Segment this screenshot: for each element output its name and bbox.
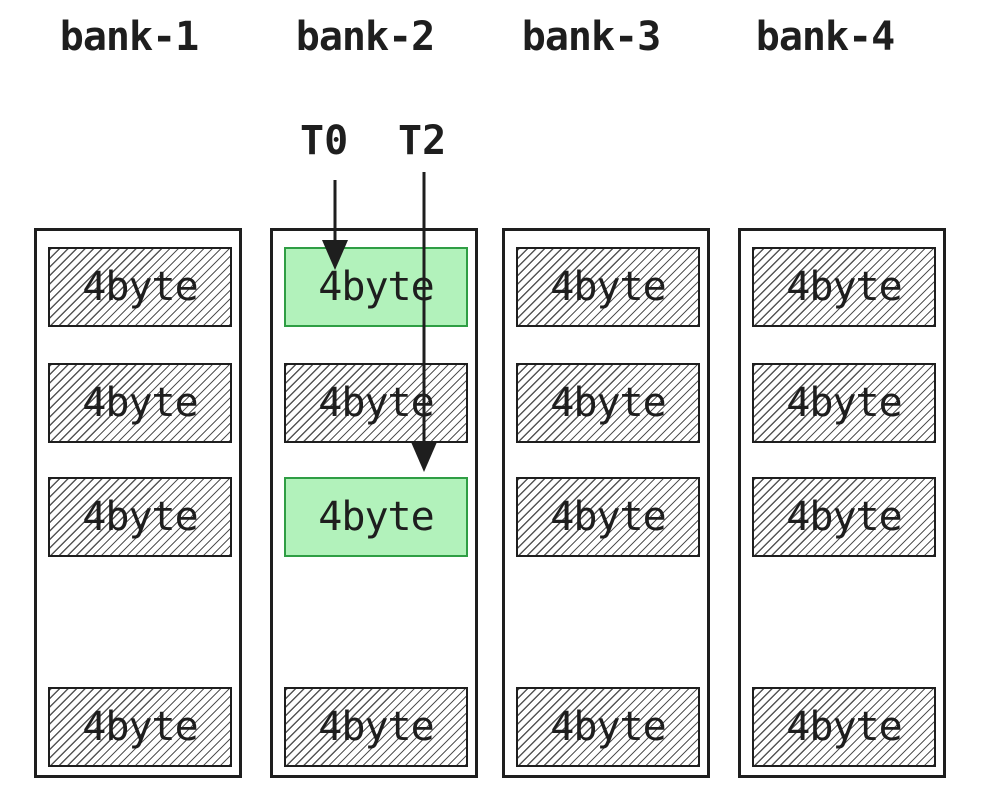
bank-1-title: bank-1 — [59, 14, 200, 60]
thread-t2-label: T2 — [398, 118, 447, 164]
bank-2-cell-3-accessed: 4byte — [284, 477, 468, 557]
bank-4-title: bank-4 — [755, 14, 896, 60]
bank-3-column: 4byte 4byte 4byte 4byte — [502, 228, 710, 778]
bank-2-cell-1-accessed: 4byte — [284, 247, 468, 327]
bank-3-cell-2: 4byte — [516, 363, 700, 443]
bank-2-title: bank-2 — [295, 14, 436, 60]
bank-3-title: bank-3 — [521, 14, 662, 60]
bank-4-cell-2: 4byte — [752, 363, 936, 443]
bank-1-column: 4byte 4byte 4byte 4byte — [34, 228, 242, 778]
bank-4-cell-3: 4byte — [752, 477, 936, 557]
bank-2-column: 4byte 4byte 4byte 4byte — [270, 228, 478, 778]
bank-2-cell-4: 4byte — [284, 687, 468, 767]
bank-3-cell-1: 4byte — [516, 247, 700, 327]
bank-2-cell-2: 4byte — [284, 363, 468, 443]
bank-4-column: 4byte 4byte 4byte 4byte — [738, 228, 946, 778]
bank-1-cell-2: 4byte — [48, 363, 232, 443]
bank-4-cell-1: 4byte — [752, 247, 936, 327]
thread-t0-label: T0 — [300, 118, 349, 164]
bank-4-cell-4: 4byte — [752, 687, 936, 767]
bank-1-cell-1: 4byte — [48, 247, 232, 327]
bank-1-cell-3: 4byte — [48, 477, 232, 557]
bank-3-cell-4: 4byte — [516, 687, 700, 767]
bank-3-cell-3: 4byte — [516, 477, 700, 557]
bank-1-cell-4: 4byte — [48, 687, 232, 767]
